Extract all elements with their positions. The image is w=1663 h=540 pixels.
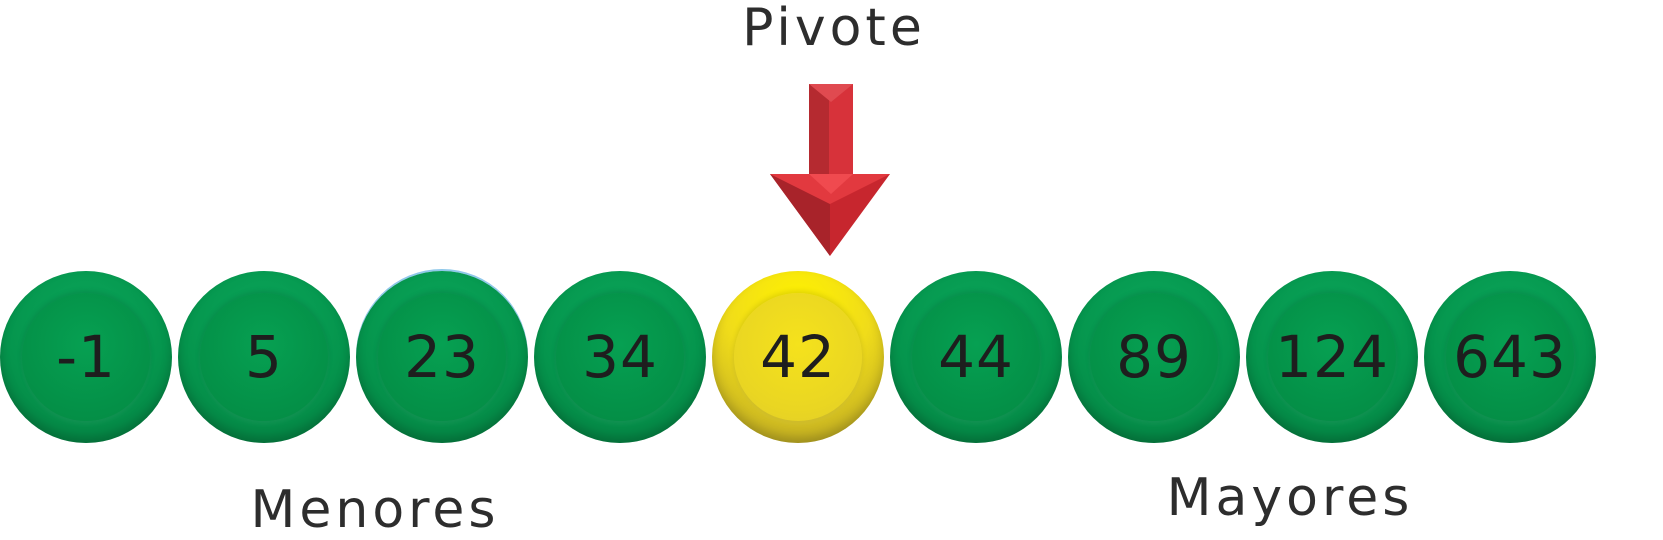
pivot-ball: 42 [712,271,884,443]
arrow-down-icon [770,84,890,256]
ball-value: 124 [1275,323,1389,391]
number-ball: 34 [534,271,706,443]
pivot-label: Pivote [742,0,926,58]
ball-value: 44 [938,323,1014,391]
greater-group-label: Mayores [1166,468,1414,528]
number-ball: 23 [356,271,528,443]
number-ball: 124 [1246,271,1418,443]
number-ball: -1 [0,271,172,443]
ball-value: 5 [245,323,283,391]
number-ball: 5 [178,271,350,443]
ball-value: 34 [582,323,658,391]
ball-value: 643 [1453,323,1567,391]
number-ball: 643 [1424,271,1596,443]
lesser-group-label: Menores [250,480,500,540]
ball-value: 89 [1116,323,1192,391]
ball-value: 23 [404,323,480,391]
number-ball: 44 [890,271,1062,443]
ball-value: -1 [56,323,116,391]
number-ball: 89 [1068,271,1240,443]
ball-value: 42 [760,323,836,391]
